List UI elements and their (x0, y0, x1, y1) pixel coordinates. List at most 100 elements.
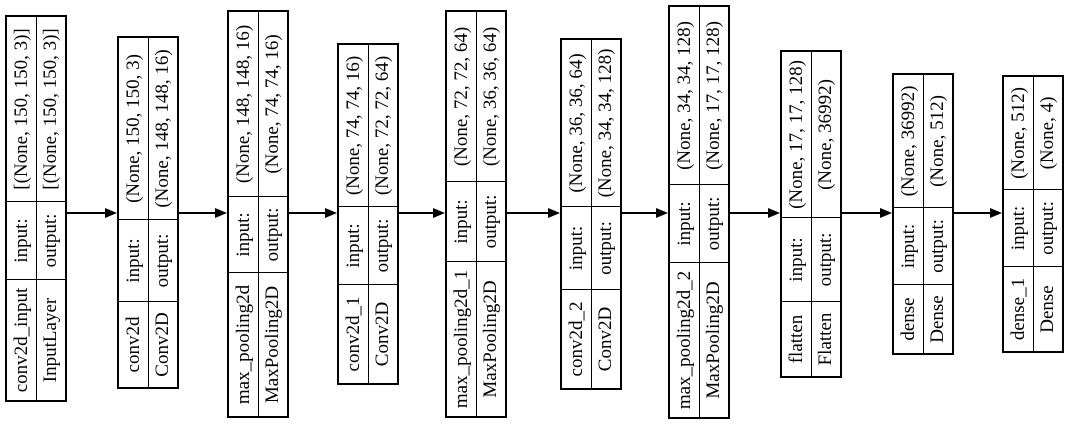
input-label-cell: input: (1004, 190, 1034, 266)
edge-line (507, 212, 550, 214)
output-label-cell: output: (703, 196, 725, 251)
layer-type-cell: MaxPooling2D (262, 285, 284, 404)
layer-type-cell: Conv2D (372, 301, 394, 367)
layer-type-cell: InputLayer (40, 297, 62, 383)
output-shape-cell: (None, 74, 74, 16) (262, 34, 284, 174)
layer-node: max_pooling2d_2 MaxPooling2D input: outp… (668, 5, 730, 419)
layer-title-section: max_pooling2d_1 MaxPooling2D (447, 262, 505, 416)
output-shape-cell: (None, 148, 148, 16) (152, 49, 174, 208)
shape-section: (None, 34, 34, 128) (None, 17, 17, 128) (670, 7, 728, 185)
output-shape-cell: (None, 36, 36, 64) (480, 26, 502, 167)
output-shape-cell: [(None, 150, 150, 3)] (40, 28, 62, 190)
input-label-cell: input: (119, 220, 149, 301)
shape-section: (None, 512) (None, 4) (1004, 77, 1062, 190)
io-label-section: input: output: (339, 207, 397, 285)
layer-node: conv2d_input InputLayer input: output: [… (5, 15, 67, 402)
output-shape-cell: (None, 36992) (815, 79, 837, 190)
edge-line (730, 212, 770, 214)
layer-node: conv2d Conv2D input: output: (None, 150,… (117, 36, 179, 389)
input-label-cell: input: (894, 208, 924, 284)
io-label-section: input: output: (562, 207, 620, 290)
layer-name-cell: dense_1 (1004, 267, 1034, 351)
layer-node: dense_1 Dense input: output: (None, 512)… (1002, 75, 1064, 353)
output-label-cell: output: (152, 233, 174, 288)
layer-title-section: conv2d_input InputLayer (7, 280, 65, 400)
layer-type-cell: Dense (927, 295, 949, 343)
io-label-section: input: output: (7, 202, 65, 280)
layer-title-section: max_pooling2d_2 MaxPooling2D (670, 263, 728, 417)
shape-section: (None, 150, 150, 3) (None, 148, 148, 16) (119, 38, 177, 220)
output-label-cell: output: (372, 218, 394, 273)
shape-section: (None, 148, 148, 16) (None, 74, 74, 16) (229, 12, 287, 197)
output-label-cell: output: (927, 219, 949, 273)
output-shape-cell: (None, 34, 34, 128) (595, 48, 617, 198)
arrowhead-icon (325, 208, 337, 218)
shape-section: (None, 36, 36, 64) (None, 34, 34, 128) (562, 40, 620, 207)
layer-name-cell: max_pooling2d (229, 273, 259, 416)
io-label-section: input: output: (447, 182, 505, 262)
io-label-section: input: output: (782, 218, 840, 302)
layer-name-cell: max_pooling2d_1 (447, 262, 477, 416)
output-shape-cell: (None, 4) (1037, 96, 1059, 170)
layer-node: max_pooling2d MaxPooling2D input: output… (227, 10, 289, 418)
layer-name-cell: max_pooling2d_2 (670, 263, 700, 417)
layer-title-section: conv2d Conv2D (119, 302, 177, 387)
layer-type-cell: Conv2D (595, 306, 617, 372)
layer-node: conv2d_1 Conv2D input: output: (None, 74… (337, 43, 399, 385)
input-label-cell: input: (670, 185, 700, 262)
layer-node: flatten Flatten input: output: (None, 17… (780, 50, 842, 378)
edge-line (622, 212, 658, 214)
io-label-section: input: output: (119, 220, 177, 302)
shape-section: (None, 74, 74, 16) (None, 72, 72, 64) (339, 45, 397, 207)
io-label-section: input: output: (229, 197, 287, 273)
output-label-cell: output: (1037, 201, 1059, 255)
input-shape-cell: (None, 36, 36, 64) (562, 40, 592, 206)
input-shape-cell: (None, 74, 74, 16) (339, 45, 369, 206)
layer-name-cell: dense (894, 285, 924, 353)
output-shape-cell: (None, 512) (927, 95, 949, 187)
input-shape-cell: (None, 72, 72, 64) (447, 12, 477, 181)
input-label-cell: input: (339, 207, 369, 284)
output-label-cell: output: (480, 194, 502, 249)
layer-type-cell: MaxPooling2D (480, 280, 502, 398)
arrowhead-icon (105, 208, 117, 218)
input-shape-cell: (None, 150, 150, 3) (119, 38, 149, 219)
edge-line (179, 212, 217, 214)
layer-name-cell: conv2d_2 (562, 290, 592, 388)
layer-type-cell: Conv2D (152, 312, 174, 377)
layer-title-section: conv2d_1 Conv2D (339, 285, 397, 383)
shape-section: [(None, 150, 150, 3)] [(None, 150, 150, … (7, 17, 65, 202)
input-label-cell: input: (447, 182, 477, 261)
input-label-cell: input: (782, 218, 812, 301)
output-label-cell: output: (595, 221, 617, 275)
layer-node: max_pooling2d_1 MaxPooling2D input: outp… (445, 10, 507, 418)
layer-name-cell: conv2d_1 (339, 285, 369, 383)
layer-title-section: max_pooling2d MaxPooling2D (229, 273, 287, 416)
edge-line (289, 212, 327, 214)
input-shape-cell: [(None, 150, 150, 3)] (7, 17, 37, 201)
layer-name-cell: conv2d (119, 302, 149, 387)
output-label-cell: output: (40, 213, 62, 268)
input-shape-cell: (None, 148, 148, 16) (229, 12, 259, 196)
input-label-cell: input: (229, 197, 259, 272)
io-label-section: input: output: (1004, 190, 1062, 267)
output-shape-cell: (None, 72, 72, 64) (372, 55, 394, 196)
shape-section: (None, 17, 17, 128) (None, 36992) (782, 52, 840, 218)
output-label-cell: output: (262, 207, 284, 262)
layer-title-section: flatten Flatten (782, 302, 840, 376)
layer-title-section: dense Dense (894, 285, 952, 353)
layer-title-section: dense_1 Dense (1004, 267, 1062, 351)
edge-line (67, 212, 107, 214)
arrowhead-icon (656, 208, 668, 218)
layer-node: dense Dense input: output: (None, 36992)… (892, 73, 954, 355)
output-shape-cell: (None, 17, 17, 128) (703, 21, 725, 170)
layer-type-cell: Dense (1037, 285, 1059, 333)
arrowhead-icon (880, 208, 892, 218)
output-label-cell: output: (815, 232, 837, 287)
arrowhead-icon (548, 208, 560, 218)
layer-name-cell: conv2d_input (7, 280, 37, 400)
edge-line (842, 212, 882, 214)
io-label-section: input: output: (894, 208, 952, 285)
shape-section: (None, 36992) (None, 512) (894, 75, 952, 208)
